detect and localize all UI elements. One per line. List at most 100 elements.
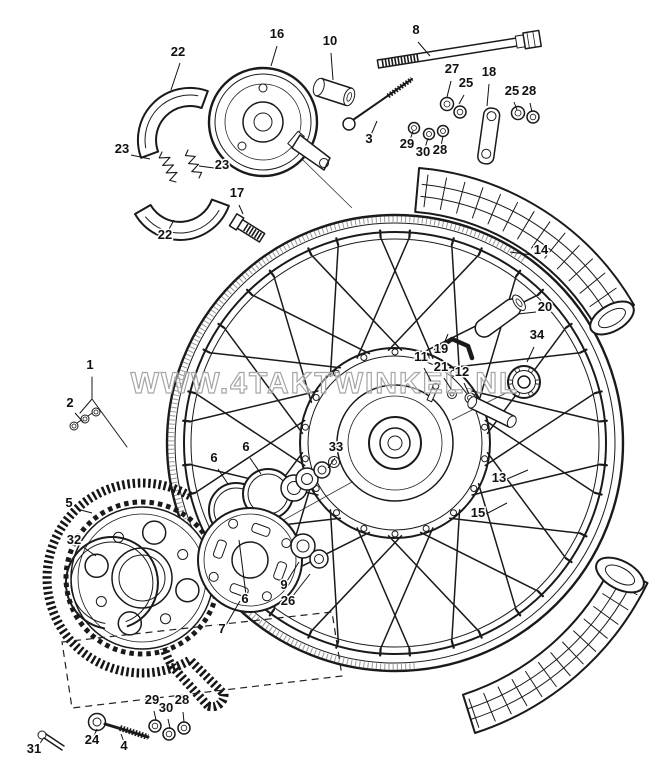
leader-line [225,600,241,626]
drive-chain-hairpin [206,693,229,712]
inner-tube [474,294,526,338]
leader-line [198,165,215,169]
part-number-label: 14 [534,242,549,257]
brake-shoes [134,86,230,241]
drive-assembly [37,407,343,751]
torque-link-hardware [407,96,540,165]
label-1-bracket [79,376,128,448]
part-number-label: 30 [159,700,173,715]
part-number-label: 26 [281,593,295,608]
group-boundary-box [61,611,343,709]
leader-line [249,457,262,475]
tire-cut-face-top [589,300,635,336]
valve-stem [426,382,440,403]
part-number-label: 6 [210,450,217,465]
leader-line [506,469,529,480]
wheel-hub [299,347,491,539]
leader-line [526,346,535,363]
part-number-label: 11 [414,349,428,364]
leader-line [37,738,44,747]
leader-line [509,251,533,256]
wheel-bearing [507,365,541,399]
part-number-label: 23 [115,141,129,156]
part-number-label: 33 [329,439,343,454]
leader-line [286,561,300,582]
leader-line [182,711,185,723]
adjuster-washers [148,719,191,741]
leader-line [443,377,452,390]
part-number-label: 17 [230,185,244,200]
part-number-label: 20 [538,299,552,314]
leader-line [485,502,508,515]
part-number-label: 21 [434,359,448,374]
part-number-label: 27 [445,61,459,76]
sprocket-lock-ring [64,536,159,630]
leader-line [417,41,431,57]
tire-section-bottom [462,556,649,734]
leader-line [93,728,98,737]
axle-spacer-sleeve [312,77,356,107]
valve-washer [447,389,457,399]
leader-line [330,52,334,81]
axle-bolt [376,29,542,69]
leader-line [424,137,429,149]
leader-line [440,135,444,147]
leader-line [120,733,125,743]
sprocket-bolts [69,407,101,431]
part-number-label: 31 [27,741,41,756]
leader-line [170,62,181,91]
part-number-label: 30 [416,144,430,159]
wheel-spokes [182,229,608,657]
brake-assembly [134,66,414,243]
brake-rod [342,76,414,131]
part-number-label: 18 [482,64,496,79]
leader-line [217,468,229,485]
part-number-label: 24 [85,732,100,747]
drive-chain-return [159,646,212,710]
leader-line [517,311,537,315]
leader-line [463,382,470,395]
leader-line [423,367,432,382]
part-number-label: 22 [171,44,185,59]
part-number-label: 3 [365,131,372,146]
part-number-label: 25 [505,83,519,98]
rear-sprocket [63,499,221,657]
leader-line [486,83,490,107]
leader-line [458,94,465,105]
part-number-label: 2 [66,395,73,410]
axle-distance-collar [467,396,517,428]
leader-line [153,710,157,721]
leader-line [130,154,151,160]
leader-line [442,333,449,347]
part-number-label: 5 [65,495,72,510]
leader-line [74,412,84,423]
leader-line [82,546,97,557]
leader-line [76,508,93,514]
part-number-label: 28 [522,83,536,98]
part-number-label: 9 [280,577,287,592]
part-number-label: 15 [471,505,485,520]
part-number-label: 10 [323,33,337,48]
leader-line [270,45,278,67]
rim-shading [166,214,526,671]
part-number-label: 32 [67,532,81,547]
brake-shoe-springs [158,149,203,183]
part-number-label: 23 [215,157,229,172]
part-number-label: 12 [455,364,469,379]
part-number-label: 29 [400,136,414,151]
tire-cut-face-bottom [595,556,645,594]
drive-chain [42,478,228,698]
part-number-label: 6 [242,439,249,454]
wheel-rim [165,213,625,673]
part-number-label: 1 [86,357,93,372]
part-number-label: 4 [120,738,128,753]
torque-link [477,107,501,165]
leader-line [238,204,244,215]
leader-line [513,101,518,111]
brake-panel [207,66,331,178]
brake-arm [291,134,331,171]
watermark-text: WWW.4TAKTWINKEL.NL [131,367,520,400]
